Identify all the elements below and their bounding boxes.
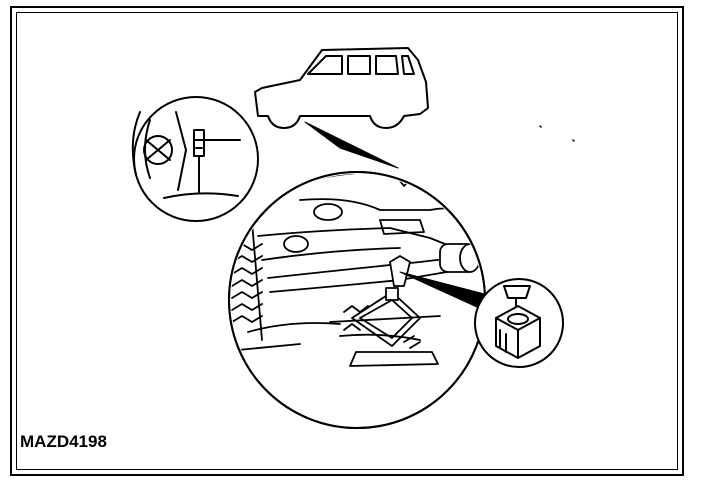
vehicle-silhouette-icon xyxy=(254,47,429,129)
figure-inner-border xyxy=(16,12,678,470)
figure-label: MAZD4198 xyxy=(20,432,107,451)
pointer-wedge xyxy=(304,121,399,169)
jack-placement-detail xyxy=(228,171,486,429)
jack-point-detail-icon xyxy=(131,96,259,222)
jack-head-detail-icon xyxy=(474,278,564,368)
